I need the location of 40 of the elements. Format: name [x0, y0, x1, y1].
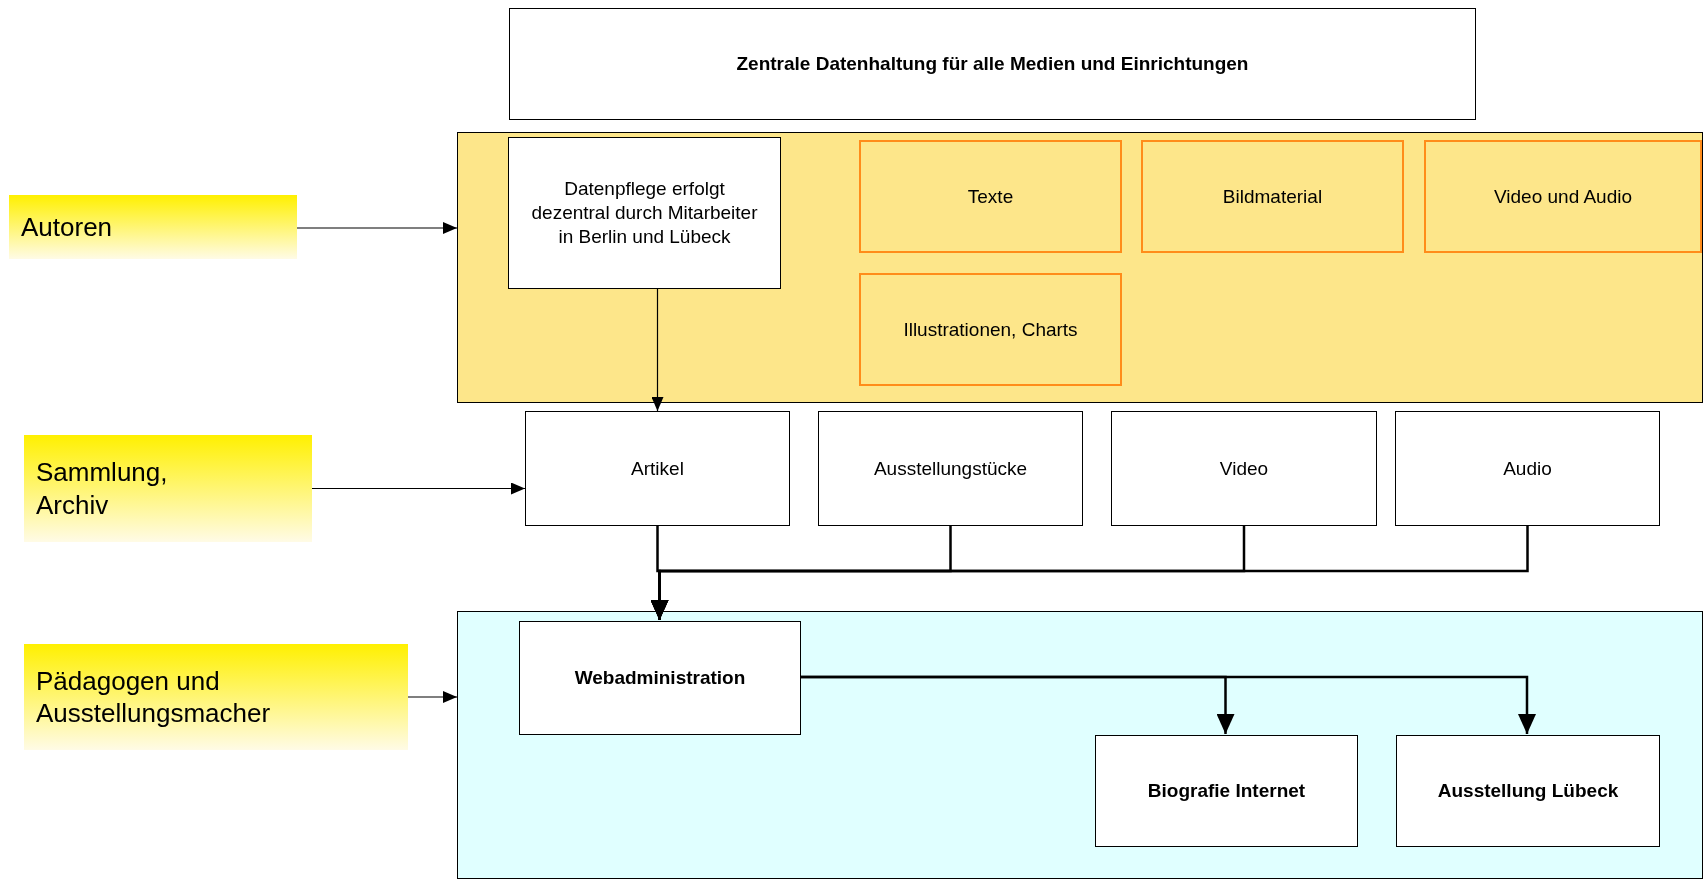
media-box — [859, 140, 1122, 253]
role-label — [24, 435, 312, 542]
arrow — [800, 675, 1536, 734]
storage-box — [509, 8, 1476, 120]
node-label: Datenpflege erfolgt dezentral durch Mitarbeiter in Berlin und Lübeck — [530, 177, 759, 249]
process-box — [519, 621, 801, 735]
node-label: Biografie Internet — [1147, 779, 1306, 803]
node-label: Zentrale Datenhaltung für alle Medien und Einrichtungen — [736, 52, 1249, 76]
node-label: Webadministration — [574, 666, 746, 690]
node-label: Video — [1219, 456, 1269, 481]
arrow — [650, 526, 1529, 620]
output-box — [1095, 735, 1358, 847]
note-box — [508, 137, 781, 289]
media-box — [1141, 140, 1404, 253]
media-box — [859, 273, 1122, 386]
node-label: Pädagogen und Ausstellungsmacher — [36, 664, 272, 730]
node-label: Ausstellung Lübeck — [1437, 779, 1619, 803]
node-label: Texte — [967, 184, 1014, 209]
node-label: Audio — [1503, 456, 1552, 481]
node-label: Autoren — [21, 210, 113, 244]
authoring-panel — [457, 132, 1703, 403]
node-label: Sammlung, Archiv — [36, 456, 169, 521]
collection-box — [525, 411, 790, 526]
arrow — [311, 482, 526, 495]
collection-box — [1395, 411, 1660, 526]
arrow — [296, 222, 458, 234]
output-box — [1396, 735, 1660, 847]
role-label — [9, 195, 297, 259]
collection-box — [818, 411, 1083, 526]
arrow — [407, 691, 458, 703]
publishing-panel — [457, 611, 1703, 879]
collection-box — [1111, 411, 1377, 526]
arrow — [651, 287, 664, 412]
media-box — [1424, 140, 1702, 253]
node-label: Bildmaterial — [1222, 184, 1323, 209]
node-label: Artikel — [631, 456, 684, 481]
node-label: Illustrationen, Charts — [903, 317, 1078, 342]
node-label: Video und Audio — [1493, 184, 1633, 209]
role-label — [24, 644, 408, 750]
node-label: Ausstellungstücke — [873, 456, 1028, 481]
